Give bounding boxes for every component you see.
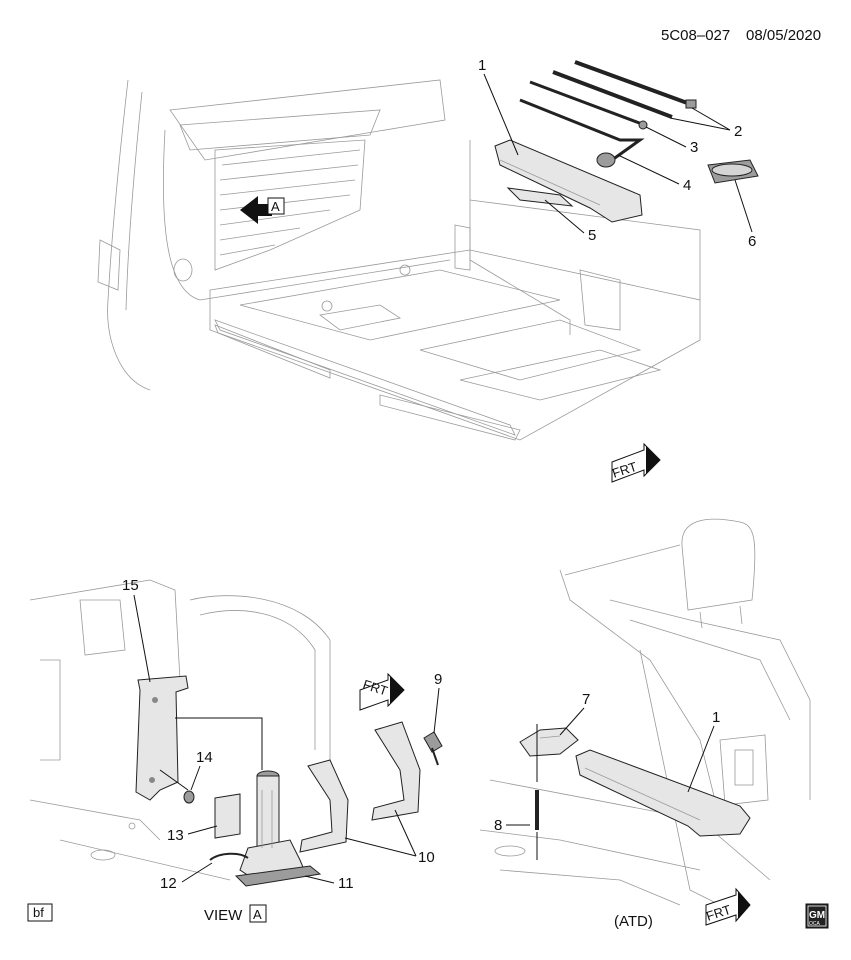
callout-4: 4 bbox=[683, 177, 691, 194]
jack-bracket bbox=[135, 675, 189, 801]
view-a-illustration: FRT bbox=[29, 579, 443, 887]
bf-text: bf bbox=[33, 905, 44, 920]
view-caption-text: VIEW bbox=[204, 907, 243, 924]
diagram-header: 5C08–027 08/05/2020 bbox=[661, 27, 821, 44]
tool-bag-mount bbox=[519, 727, 579, 757]
rod-end-cap bbox=[685, 99, 697, 109]
vent-grille bbox=[214, 139, 366, 271]
frt-label-view-a: FRT bbox=[361, 677, 390, 699]
view-a-arrow bbox=[240, 196, 272, 224]
extension-rod-lower bbox=[552, 70, 673, 119]
view-a-callouts: 15 14 13 12 11 10 9 bbox=[122, 577, 442, 892]
callout-1-atd: 1 bbox=[712, 709, 720, 726]
extension-rod-upper bbox=[574, 60, 691, 106]
callout-6: 6 bbox=[748, 233, 756, 250]
callout-13: 13 bbox=[167, 827, 184, 844]
tool-bag-installed bbox=[575, 749, 751, 837]
wrench-socket bbox=[596, 152, 616, 168]
callout-12: 12 bbox=[160, 875, 177, 892]
bracket-nut bbox=[183, 790, 195, 804]
cargo-area-illustration: A bbox=[97, 79, 701, 441]
callout-8: 8 bbox=[494, 817, 502, 834]
gm-logo-bottom: OCA bbox=[809, 921, 821, 927]
callout-2: 2 bbox=[734, 123, 742, 140]
rod-fitting bbox=[638, 120, 648, 130]
callout-7: 7 bbox=[582, 691, 590, 708]
wheel-wrench bbox=[519, 98, 645, 162]
front-direction-indicator-atd: FRT bbox=[704, 887, 751, 926]
diagram-code: 5C08–027 bbox=[661, 27, 730, 44]
view-caption-letter: A bbox=[253, 907, 262, 922]
callout-3: 3 bbox=[690, 139, 698, 156]
frt-label-atd: FRT bbox=[704, 902, 733, 924]
jack-handle-extensions bbox=[519, 60, 697, 168]
bf-marker: bf bbox=[27, 903, 53, 922]
frt-label-top: FRT bbox=[610, 459, 639, 481]
front-direction-indicator-view-a: FRT bbox=[359, 672, 405, 711]
view-caption: VIEW A bbox=[204, 904, 267, 924]
jack-handle-clip bbox=[209, 852, 249, 861]
callout-5: 5 bbox=[588, 227, 596, 244]
atd-illustration bbox=[479, 518, 811, 906]
atd-callouts: 7 8 1 bbox=[494, 691, 720, 834]
diagram-date: 08/05/2020 bbox=[746, 27, 821, 44]
callout-15: 15 bbox=[122, 577, 139, 594]
bag-strap bbox=[506, 187, 574, 207]
gm-logo: GM OCA bbox=[805, 903, 829, 929]
callout-14: 14 bbox=[196, 749, 213, 766]
callout-1: 1 bbox=[478, 57, 486, 74]
retainer-strap bbox=[707, 159, 759, 184]
atd-caption: (ATD) bbox=[614, 913, 653, 930]
headrest bbox=[681, 518, 756, 611]
tool-bag bbox=[494, 139, 643, 223]
front-direction-indicator-top: FRT bbox=[610, 442, 661, 483]
callout-9: 9 bbox=[434, 671, 442, 688]
callout-11: 11 bbox=[338, 875, 354, 892]
jack-retainer-rear bbox=[371, 721, 421, 821]
jack-assembly bbox=[234, 770, 322, 887]
jack-retainer-front bbox=[299, 759, 349, 853]
view-a-box bbox=[267, 197, 285, 215]
top-callouts: 1 2 3 4 5 6 bbox=[478, 57, 756, 250]
callout-10: 10 bbox=[418, 849, 435, 866]
gm-logo-top: GM bbox=[809, 910, 825, 921]
jack-handle-rod bbox=[529, 80, 643, 126]
wing-bolt bbox=[423, 731, 443, 753]
view-a-ref-letter: A bbox=[271, 199, 280, 214]
jack-label bbox=[214, 793, 241, 839]
